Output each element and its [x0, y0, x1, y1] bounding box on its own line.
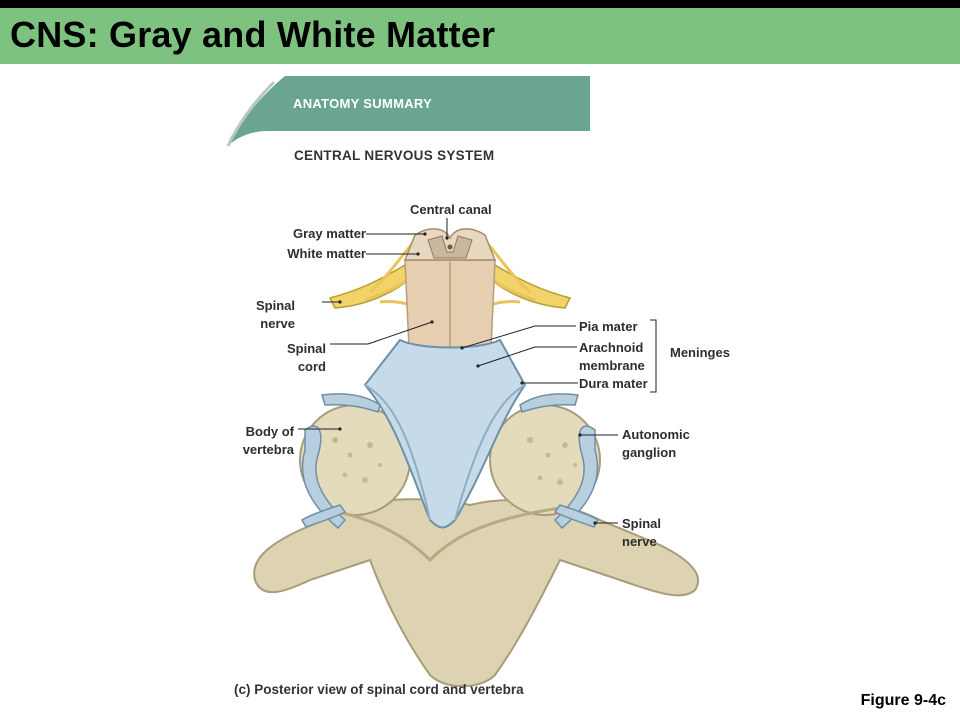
label-autonomic-ganglion-line2: ganglion: [622, 445, 677, 460]
label-spinal-nerve-left-line2: nerve: [260, 316, 295, 331]
anatomy-summary-banner-label: ANATOMY SUMMARY: [293, 96, 433, 111]
section-heading: CENTRAL NERVOUS SYSTEM: [294, 148, 495, 163]
label-central-canal: Central canal: [410, 202, 492, 217]
vertebra: [253, 404, 700, 688]
label-arachnoid-line2: membrane: [579, 358, 645, 373]
spinal-cord: [403, 228, 497, 371]
title-bar: [0, 8, 960, 64]
label-body-of-vertebra-line1: Body of: [245, 424, 294, 439]
label-meninges: Meninges: [670, 345, 730, 360]
leader-lines: [298, 218, 657, 524]
anatomy-summary-banner: [226, 76, 590, 147]
label-spinal-cord-line2: cord: [297, 359, 326, 374]
label-gray-matter: Gray matter: [293, 226, 366, 241]
label-white-matter: White matter: [287, 246, 366, 261]
label-body-of-vertebra-line2: vertebra: [242, 442, 294, 457]
label-spinal-cord-line1: Spinal: [286, 341, 326, 356]
lower-spinal-nerves: [300, 393, 600, 530]
top-border: [0, 0, 960, 8]
label-spinal-nerve-right-line1: Spinal: [622, 516, 662, 531]
label-spinal-nerve-left-line1: Spinal: [255, 298, 295, 313]
label-dura-mater: Dura mater: [579, 376, 648, 391]
label-autonomic-ganglion-line1: Autonomic: [622, 427, 690, 442]
figure-label: Figure 9-4c: [860, 692, 946, 709]
dura-mater-sheath: [363, 338, 527, 529]
slide-title: CNS: Gray and White Matter: [10, 14, 496, 55]
figure-caption: (c) Posterior view of spinal cord and ve…: [234, 682, 524, 697]
label-pia-mater: Pia mater: [579, 319, 638, 334]
label-arachnoid-line1: Arachnoid: [579, 340, 644, 355]
label-spinal-nerve-right-line2: nerve: [622, 534, 657, 549]
